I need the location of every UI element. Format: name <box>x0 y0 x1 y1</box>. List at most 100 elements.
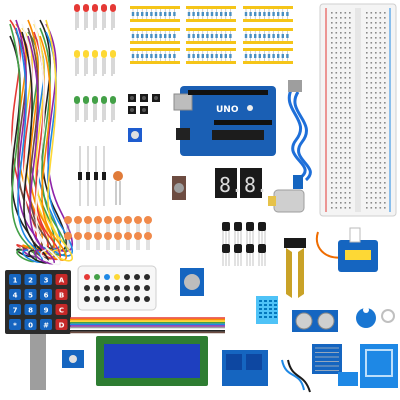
seven-segment-display: 8. 8. <box>215 168 268 198</box>
keypad-key: 9 <box>40 304 52 315</box>
remote-button <box>114 296 120 302</box>
remote-button <box>104 296 110 302</box>
jumper-wire <box>33 19 62 266</box>
dht11-sensor <box>256 296 278 324</box>
keypad-key-label: 3 <box>44 277 49 285</box>
keypad-key-label: 1 <box>13 277 18 285</box>
diode <box>102 146 106 206</box>
transistors <box>222 222 266 266</box>
keypad-key-label: A <box>59 277 65 285</box>
transistor <box>246 244 254 266</box>
led <box>74 96 80 122</box>
breadboard <box>319 3 397 217</box>
remote-button <box>144 296 150 302</box>
keypad-key: 4 <box>9 289 21 300</box>
resistor-strip <box>130 28 180 44</box>
resistor-strip <box>130 6 180 22</box>
diode <box>78 146 82 206</box>
resistor-strips <box>130 6 293 64</box>
remote-button <box>94 296 100 302</box>
keypad-key: 2 <box>24 274 37 285</box>
keypad-key: 3 <box>40 274 52 285</box>
keypad-key: * <box>9 319 21 330</box>
water-level-module <box>338 372 358 386</box>
led <box>74 50 80 76</box>
led <box>110 50 116 76</box>
led <box>83 4 89 30</box>
remote-button <box>84 274 90 280</box>
push-button <box>152 94 160 102</box>
resistor-strip <box>186 48 236 64</box>
diode-group <box>78 146 106 206</box>
transistor <box>246 222 254 244</box>
keypad-key: 1 <box>9 274 21 285</box>
keypad-key: 7 <box>9 304 21 315</box>
push-button <box>128 106 136 114</box>
arduino-uno-board: UNO <box>173 86 276 156</box>
keypad-key-label: B <box>59 292 64 300</box>
ultrasonic-sensor <box>292 310 338 332</box>
keypad-key-label: 0 <box>28 322 33 330</box>
ceramic-capacitor <box>114 216 122 234</box>
ceramic-capacitor <box>84 232 92 250</box>
remote-button <box>134 285 140 291</box>
keypad-key: C <box>55 304 68 315</box>
led <box>83 96 89 122</box>
keypad-key: # <box>40 319 52 330</box>
keypad-key-label: 7 <box>13 307 18 315</box>
ceramic-capacitor <box>134 232 142 250</box>
resistor-strip <box>186 28 236 44</box>
remote-button <box>124 296 130 302</box>
keypad-key-label: # <box>43 322 49 330</box>
led <box>74 4 80 30</box>
rfid-reader <box>360 344 398 388</box>
keypad-key-label: 4 <box>13 292 18 300</box>
transistor <box>258 244 266 266</box>
led-group-red <box>74 4 116 30</box>
dc-motor <box>268 189 305 213</box>
keypad-key-label: 2 <box>28 277 33 285</box>
jumper-wire <box>27 35 56 265</box>
photoresistor <box>113 171 123 205</box>
keypad-key-label: 9 <box>44 307 49 315</box>
keypad-key: D <box>55 319 68 330</box>
rain-sensor <box>312 344 342 374</box>
sensor-module-small <box>62 350 84 368</box>
led <box>101 4 107 30</box>
board-logo: UNO <box>216 105 239 115</box>
resistor-strip <box>186 6 236 22</box>
rotary-potentiometer <box>172 176 186 200</box>
resistor-strip <box>243 28 293 44</box>
ceramic-capacitor <box>94 232 102 250</box>
led <box>110 4 116 30</box>
remote-button <box>84 285 90 291</box>
diode <box>94 146 98 206</box>
remote-button <box>124 285 130 291</box>
resistor-strip <box>130 48 180 64</box>
ceramic-capacitor <box>144 232 152 250</box>
keypad-key: B <box>55 289 68 300</box>
push-buttons <box>128 94 160 114</box>
servo-motor <box>315 227 378 272</box>
keypad-key: 5 <box>24 289 37 300</box>
remote-button <box>94 285 100 291</box>
led <box>92 50 98 76</box>
jumper-wire <box>45 19 74 262</box>
ir-remote <box>77 265 157 311</box>
led-group-green <box>74 96 116 122</box>
lcd-1602-module <box>96 336 208 386</box>
remote-button <box>104 274 110 280</box>
rtc-module <box>180 268 204 296</box>
push-button <box>140 106 148 114</box>
transistor <box>222 222 230 244</box>
transistor <box>234 222 242 244</box>
ceramic-capacitors <box>64 216 152 250</box>
resistor-strip <box>243 48 293 64</box>
remote-button <box>114 285 120 291</box>
jumper-wire-bundle <box>9 19 74 266</box>
ceramic-capacitor <box>104 232 112 250</box>
remote-button <box>134 296 140 302</box>
segment-digit-2: 8. <box>244 173 268 197</box>
